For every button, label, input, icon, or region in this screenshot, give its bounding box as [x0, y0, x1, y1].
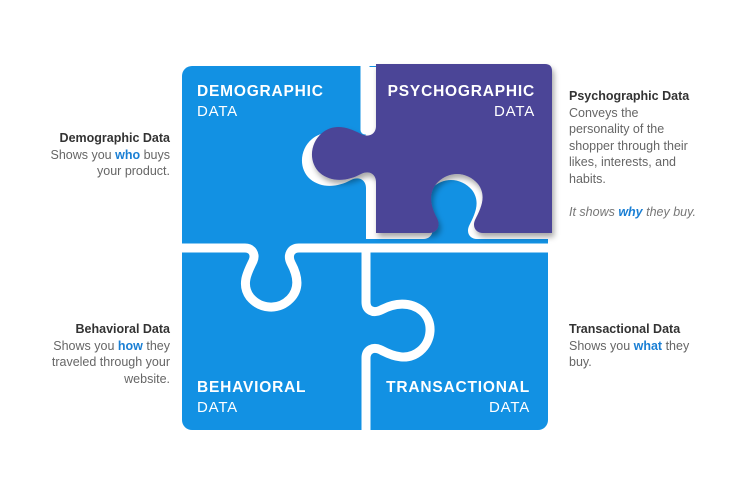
behavioral-description-line: website. [124, 371, 170, 386]
demographic-title: DEMOGRAPHIC [197, 83, 324, 100]
demographic-description-line: your product. [97, 164, 170, 178]
transactional-description-heading: Transactional Data [569, 322, 681, 336]
behavioral-description-line: traveled through your [51, 355, 170, 369]
psychographic-description-heading: Psychographic Data [569, 89, 690, 103]
psychographic-note: It shows why they buy. [569, 205, 696, 219]
demographic-description: Demographic Data Shows you who buys your… [20, 130, 170, 180]
psychographic-piece-label: PSYCHOGRAPHIC DATA [380, 83, 535, 120]
psychographic-description-line: habits. [569, 171, 606, 186]
transactional-subtitle: DATA [489, 399, 530, 416]
behavioral-subtitle: DATA [197, 399, 238, 416]
transactional-description-line: buy. [569, 355, 592, 369]
behavioral-description: Behavioral Data Shows you how they trave… [20, 321, 170, 387]
psychographic-description-line: likes, interests, and [569, 155, 676, 169]
behavioral-description-line: Shows you how they [53, 338, 170, 353]
behavioral-title: BEHAVIORAL [197, 379, 307, 396]
demographic-description-heading: Demographic Data [59, 131, 170, 145]
transactional-emphasis: what [633, 338, 663, 353]
demographic-description-line: Shows you who buys [50, 147, 170, 162]
psychographic-description-line: personality of the [569, 122, 665, 136]
psychographic-description-line: Conveys the [569, 105, 639, 120]
demographic-subtitle: DATA [197, 103, 238, 120]
psychographic-piece [301, 64, 552, 239]
behavioral-description-heading: Behavioral Data [75, 322, 170, 336]
psychographic-emphasis: why [618, 205, 643, 219]
demographic-piece-label: DEMOGRAPHIC DATA [197, 83, 324, 120]
demographic-emphasis: who [115, 147, 141, 162]
psychographic-description: Psychographic Data Conveys the personali… [569, 88, 734, 221]
transactional-description: Transactional Data Shows you what they b… [569, 321, 734, 371]
psychographic-subtitle: DATA [494, 103, 535, 120]
transactional-title: TRANSACTIONAL [386, 379, 530, 396]
psychographic-description-line: shopper through their [569, 138, 688, 153]
puzzle-seams [171, 55, 559, 441]
psychographic-title: PSYCHOGRAPHIC [387, 83, 535, 100]
behavioral-emphasis: how [117, 338, 143, 353]
behavioral-piece-label: BEHAVIORAL DATA [197, 379, 306, 416]
transactional-piece-label: TRANSACTIONAL DATA [380, 379, 530, 416]
transactional-description-line: Shows you what they [569, 338, 690, 353]
